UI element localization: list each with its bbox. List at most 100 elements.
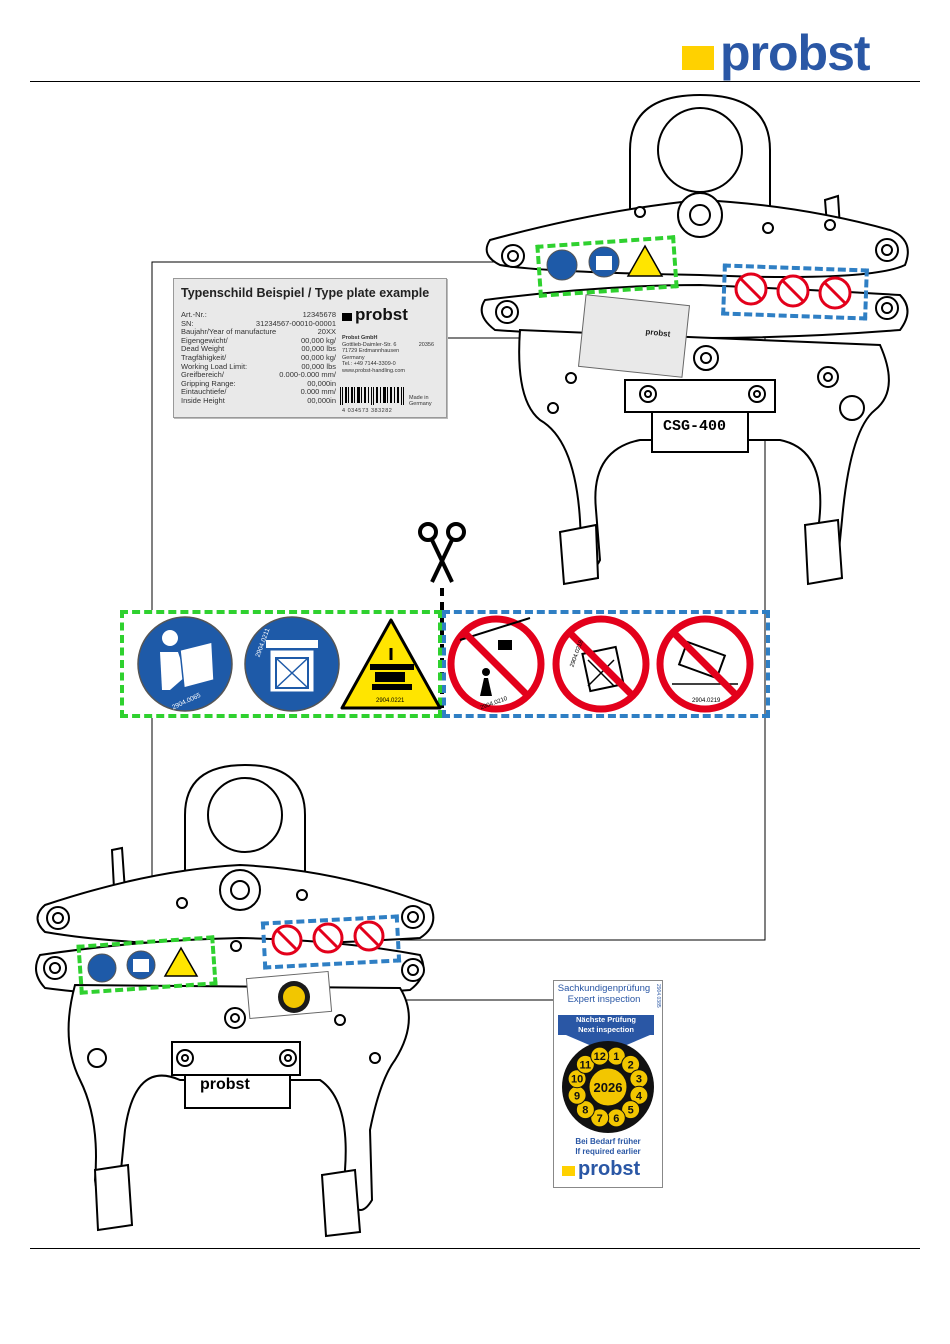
row-value: 00,000 lbs bbox=[301, 344, 336, 354]
type-plate-row: Inside Height 00,000in bbox=[181, 395, 336, 406]
type-plate-row: Dead Weight 00,000 lbs bbox=[181, 345, 336, 354]
address-line: Germany bbox=[342, 354, 365, 361]
type-plate-row: SN: 31234567-00010-00001 bbox=[181, 318, 336, 329]
inspection-note-line2: If required earlier bbox=[575, 1146, 641, 1156]
row-label: Eigengewicht/ bbox=[181, 335, 228, 345]
month-number: 2 bbox=[628, 1059, 634, 1071]
read-manual-icon: 2904.0065 bbox=[137, 616, 233, 712]
month-number: 10 bbox=[571, 1074, 583, 1086]
header-rule bbox=[30, 81, 920, 82]
no-tilted-lifting-icon: 2904.0218 bbox=[552, 615, 650, 713]
month-number: 9 bbox=[574, 1090, 580, 1102]
row-value: 0.000 mm/ bbox=[300, 387, 336, 397]
inspection-note-line1: Bei Bedarf früher bbox=[575, 1137, 641, 1146]
barcode-number: 4 034573 383282 bbox=[342, 408, 393, 414]
inspection-label: Sachkundigenprüfung Expert inspection 29… bbox=[553, 980, 663, 1188]
device-bottom-brand: probst bbox=[200, 1076, 250, 1093]
address-line: Tel.: +49 7144-3309-0 bbox=[342, 361, 396, 368]
row-value: 00,000 kg/ bbox=[300, 352, 336, 362]
logo-mark bbox=[682, 46, 714, 70]
month-number: 1 bbox=[613, 1051, 619, 1063]
address-line: 71729 Erdmannhausen bbox=[342, 348, 400, 355]
row-value: 00,000 lbs bbox=[301, 361, 336, 371]
month-cell bbox=[621, 1054, 641, 1074]
type-plate-row: Baujahr/Year of manufacture 20XX bbox=[181, 328, 336, 337]
month-number: 11 bbox=[580, 1059, 592, 1071]
row-label: Dead Weight bbox=[181, 344, 225, 354]
leader-frame-right bbox=[400, 312, 766, 941]
mandatory-sticker-group bbox=[120, 610, 442, 718]
type-plate-rows: Art.-Nr.: 12345678 SN: 31234567-00010-0000… bbox=[181, 310, 336, 406]
type-plate-row: Art.-Nr.: 12345678 bbox=[181, 310, 336, 320]
sign-code: 2904.0219 bbox=[692, 698, 721, 704]
bottom-device-prohibition-signs bbox=[271, 920, 385, 956]
scissors-icon bbox=[418, 522, 466, 583]
month-number: 8 bbox=[582, 1105, 588, 1117]
row-label: Working Load Limit: bbox=[181, 361, 248, 371]
month-number: 3 bbox=[636, 1074, 642, 1086]
row-value: 00,000in bbox=[307, 395, 336, 405]
inspection-logo: probst bbox=[562, 1159, 640, 1179]
top-device-prohibition-signs bbox=[734, 272, 852, 310]
lift-device-icon: 2904.0211 bbox=[244, 616, 340, 712]
sign-code: 2904.0221 bbox=[376, 698, 405, 704]
top-device-plate bbox=[577, 294, 691, 378]
type-plate-logo: probst bbox=[342, 304, 408, 324]
footer-rule bbox=[30, 1248, 920, 1249]
top-device-mandatory-signs bbox=[546, 244, 664, 281]
device-top-model: CSG-400 bbox=[663, 418, 726, 435]
inspection-side-code: 2904.0385 bbox=[655, 984, 661, 1008]
address-line: www.probst-handling.com bbox=[342, 367, 405, 374]
row-label: Greifbereich/ bbox=[181, 370, 224, 380]
month-cell bbox=[621, 1100, 641, 1120]
leader-frame bbox=[151, 261, 510, 610]
row-label: SN: bbox=[181, 318, 194, 328]
crush-hazard-icon: 2904.0221 bbox=[340, 618, 442, 710]
made-in-germany: Made in Germany bbox=[409, 395, 432, 408]
bottom-device-mandatory-signs bbox=[87, 946, 199, 983]
next-inspection-band: Nächste Prüfung Next inspection bbox=[558, 1015, 654, 1035]
row-value: 12345678 bbox=[302, 310, 336, 319]
row-label: Art.-Nr.: bbox=[181, 310, 207, 319]
sticker-strip bbox=[120, 610, 770, 718]
month-number: 12 bbox=[594, 1051, 606, 1063]
address-line: Probst GmbH bbox=[342, 335, 378, 341]
prohibition-sticker-group bbox=[442, 610, 770, 718]
header-logo: probst bbox=[682, 28, 871, 78]
month-number: 5 bbox=[628, 1105, 634, 1117]
type-plate-row: Eintauchtiefe/0.000 mm/ bbox=[181, 388, 336, 397]
barcode bbox=[340, 387, 404, 405]
month-number: 4 bbox=[636, 1090, 643, 1102]
type-plate-row: Eigengewicht/00,000 kg/ bbox=[181, 335, 336, 346]
type-plate-logo-mark bbox=[342, 313, 352, 321]
bottom-device-labels bbox=[245, 970, 333, 1020]
row-label: Baujahr/Year of manufacture bbox=[181, 327, 277, 337]
type-plate: Typenschild Beispiel / Type plate exampl… bbox=[173, 278, 447, 418]
month-cell bbox=[590, 1108, 610, 1128]
no-slanted-gripping-icon: 2904.0219 bbox=[656, 615, 754, 713]
inspection-logo-text: probst bbox=[578, 1158, 641, 1180]
row-value: 00,000in bbox=[307, 378, 336, 388]
month-cell bbox=[575, 1100, 595, 1120]
inspection-heading-line1: Sachkundigenprüfung bbox=[557, 983, 651, 994]
row-value: 31234567-00010-00001 bbox=[255, 318, 336, 328]
row-value: 00,000 kg/ bbox=[300, 335, 336, 345]
type-plate-row: Tragfähigkeit/00,000 kg/ bbox=[181, 352, 336, 363]
type-plate-title: Typenschild Beispiel / Type plate exampl… bbox=[181, 286, 430, 300]
month-number: 7 bbox=[597, 1113, 603, 1125]
row-label: Inside Height bbox=[181, 395, 225, 405]
month-number: 6 bbox=[613, 1113, 619, 1125]
type-plate-row: Greifbereich/0.000-0.000 mm/ bbox=[181, 371, 336, 380]
row-value: 20XX bbox=[317, 327, 336, 337]
band-line2: Next inspection bbox=[578, 1024, 634, 1034]
type-plate-logo-text: probst bbox=[355, 304, 408, 324]
row-label: Tragfähigkeit/ bbox=[181, 352, 227, 362]
inspection-note: Bei Bedarf früher If required earlier bbox=[556, 1137, 660, 1156]
row-label: Eintauchtiefe/ bbox=[181, 387, 227, 397]
inspection-heading: Sachkundigenprüfung Expert inspection bbox=[556, 983, 652, 1005]
